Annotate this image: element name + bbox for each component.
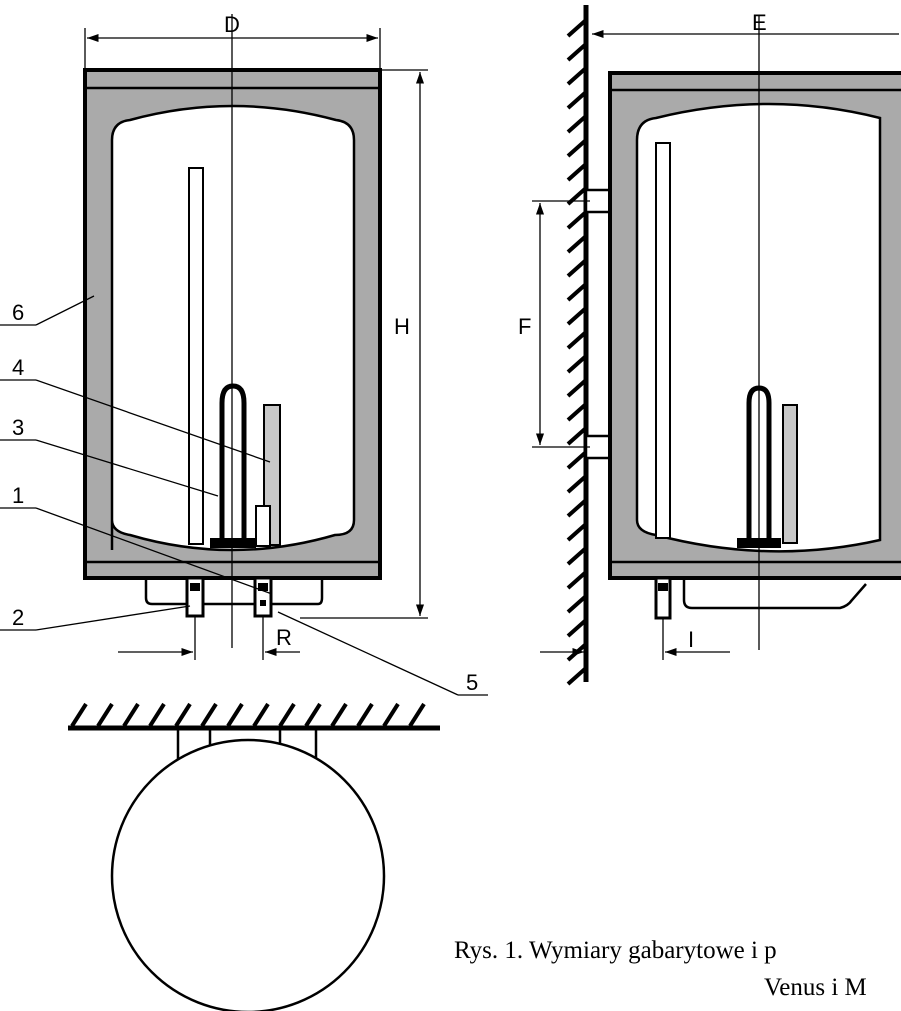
hatch-mark (566, 282, 588, 302)
part-1-label: 1 (12, 483, 24, 508)
hatch-mark (566, 114, 588, 134)
caption-line-1: Rys. 1. Wymiary gabarytowe i p (454, 937, 777, 964)
hatch-mark (96, 702, 114, 728)
part-5-label: 5 (466, 670, 478, 695)
hatch-mark (566, 474, 588, 494)
hatch-mark (122, 702, 140, 728)
wall-hatching (566, 18, 588, 686)
caption-line-2: Venus i M (764, 974, 867, 1001)
hatch-mark (566, 234, 588, 254)
hatch-mark (566, 66, 588, 86)
dim-r-label: R (276, 625, 292, 650)
hatch-mark (566, 210, 588, 230)
heater-flange (210, 538, 256, 548)
top-view (68, 702, 440, 1011)
hatch-mark (566, 498, 588, 518)
hatch-mark (566, 138, 588, 158)
dim-d-label: D (224, 12, 240, 37)
hatch-mark (174, 702, 192, 728)
part-6-label: 6 (12, 300, 24, 325)
dim-h-label: H (394, 314, 410, 339)
hatch-mark (382, 702, 400, 728)
hatch-mark (566, 378, 588, 398)
hatch-mark (330, 702, 348, 728)
hatch-mark (566, 402, 588, 422)
part-2-label: 2 (12, 605, 24, 630)
hatch-mark (566, 162, 588, 182)
front-view (0, 14, 488, 696)
part-3-label: 3 (12, 415, 24, 440)
hatch-mark (566, 306, 588, 326)
hatch-mark (566, 546, 588, 566)
hatch-mark (226, 702, 244, 728)
hatch-mark (566, 570, 588, 590)
dim-f-label: F (518, 314, 531, 339)
top-wall-hatching (70, 702, 426, 728)
hatch-mark (200, 702, 218, 728)
hatch-mark (356, 702, 374, 728)
front-tank (110, 104, 356, 552)
hatch-mark (566, 18, 588, 38)
part-4-label: 4 (12, 355, 24, 380)
dim-e-label: E (752, 10, 767, 35)
hatch-mark (566, 258, 588, 278)
hatch-mark (566, 42, 588, 62)
hatch-mark (408, 702, 426, 728)
hatch-mark (566, 594, 588, 614)
hatch-mark (566, 450, 588, 470)
hatch-mark (252, 702, 270, 728)
hatch-mark (566, 522, 588, 542)
hatch-mark (566, 618, 588, 638)
dim-i-label: I (688, 627, 694, 652)
thermostat-sensor (255, 505, 271, 547)
hot-water-tube (188, 167, 204, 545)
hatch-mark (70, 702, 88, 728)
hatch-mark (148, 702, 166, 728)
hatch-mark (566, 426, 588, 446)
hatch-mark (566, 354, 588, 374)
hatch-mark (304, 702, 322, 728)
hatch-mark (566, 330, 588, 350)
heating-element (219, 383, 247, 540)
hatch-mark (278, 702, 296, 728)
tank-top-circle (110, 738, 386, 1011)
side-view (532, 5, 901, 686)
hatch-mark (566, 90, 588, 110)
hatch-mark (566, 666, 588, 686)
